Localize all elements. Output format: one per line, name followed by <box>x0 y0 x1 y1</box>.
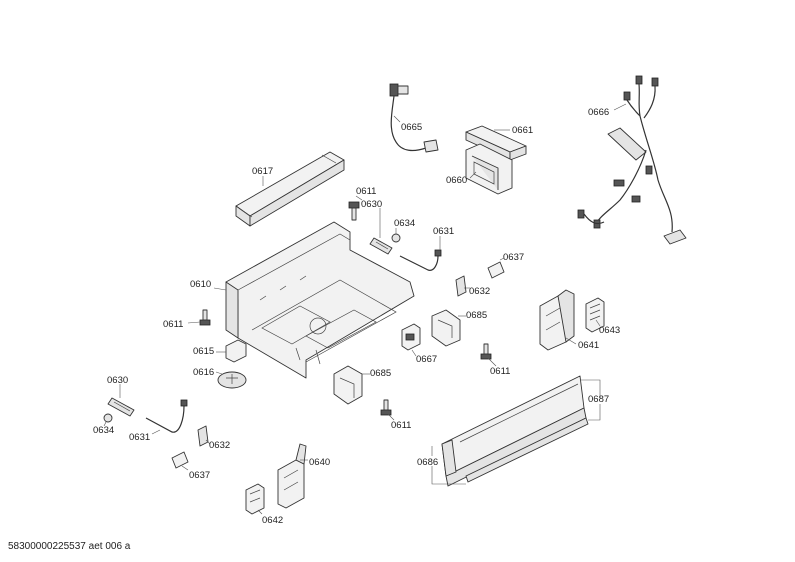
part-0643-connector <box>585 297 605 333</box>
part-0637-clip-b <box>171 451 189 469</box>
label-0641: 0641 <box>578 340 599 351</box>
label-0640: 0640 <box>309 457 330 468</box>
part-0634-cap-a <box>391 233 401 243</box>
label-0686: 0686 <box>417 457 438 468</box>
part-0687-strip <box>465 417 589 483</box>
part-0666-wiring-harness <box>577 75 687 245</box>
label-0610: 0610 <box>190 279 211 290</box>
part-0630-sensor-a <box>369 237 393 255</box>
part-0615-valve <box>225 339 247 363</box>
label-0631-a: 0631 <box>433 226 454 237</box>
part-0634-cap-b <box>103 413 113 423</box>
label-0637-b: 0637 <box>189 470 210 481</box>
label-0616: 0616 <box>193 367 214 378</box>
part-0660-housing <box>465 143 513 195</box>
label-0687: 0687 <box>588 394 609 405</box>
label-0685-b: 0685 <box>370 368 391 379</box>
label-0632-a: 0632 <box>469 286 490 297</box>
label-0643: 0643 <box>599 325 620 336</box>
label-0667: 0667 <box>416 354 437 365</box>
part-0685-bracket-a <box>431 309 461 347</box>
part-0642-bracket <box>245 483 265 515</box>
label-0642: 0642 <box>262 515 283 526</box>
part-0611-screw-a <box>348 201 360 221</box>
part-0665-cable <box>389 83 439 153</box>
label-0630-b: 0630 <box>107 375 128 386</box>
label-0615: 0615 <box>193 346 214 357</box>
part-0630-sensor-b <box>107 397 135 417</box>
part-0685-bracket-b <box>333 365 363 405</box>
label-0634-b: 0634 <box>93 425 114 436</box>
document-id: 58300000225537 aet 006 a <box>8 541 131 552</box>
part-0640-bracket <box>277 443 307 509</box>
label-0665: 0665 <box>401 122 422 133</box>
part-0617-cover <box>235 151 345 227</box>
part-0611-screw-b <box>199 309 211 326</box>
part-0632-clip-b <box>197 425 209 447</box>
part-0611-screw-c <box>480 343 492 360</box>
label-0631-b: 0631 <box>129 432 150 443</box>
part-0631-probe-b <box>145 399 188 433</box>
part-0632-clip-a <box>455 275 467 297</box>
part-0637-clip-a <box>487 261 505 279</box>
part-0631-probe-a <box>399 249 442 271</box>
label-0611-a: 0611 <box>356 186 376 197</box>
label-0632-b: 0632 <box>209 440 230 451</box>
label-0637-a: 0637 <box>503 252 524 263</box>
label-0660: 0660 <box>446 175 467 186</box>
part-0616-disc <box>217 371 247 389</box>
label-0666: 0666 <box>588 107 609 118</box>
part-0611-screw-d <box>380 399 392 416</box>
label-0661: 0661 <box>512 125 533 136</box>
label-0611-d: 0611 <box>391 420 411 431</box>
label-0630-a: 0630 <box>361 199 382 210</box>
part-0641-bracket <box>539 289 575 351</box>
label-0611-b: 0611 <box>163 319 183 330</box>
label-0685-a: 0685 <box>466 310 487 321</box>
label-0634-a: 0634 <box>394 218 415 229</box>
label-0611-c: 0611 <box>490 366 510 377</box>
part-0667-switch <box>401 323 421 351</box>
label-0617: 0617 <box>252 166 273 177</box>
part-0686-plinth-panel <box>441 375 587 487</box>
part-0610-base-frame <box>225 221 415 379</box>
